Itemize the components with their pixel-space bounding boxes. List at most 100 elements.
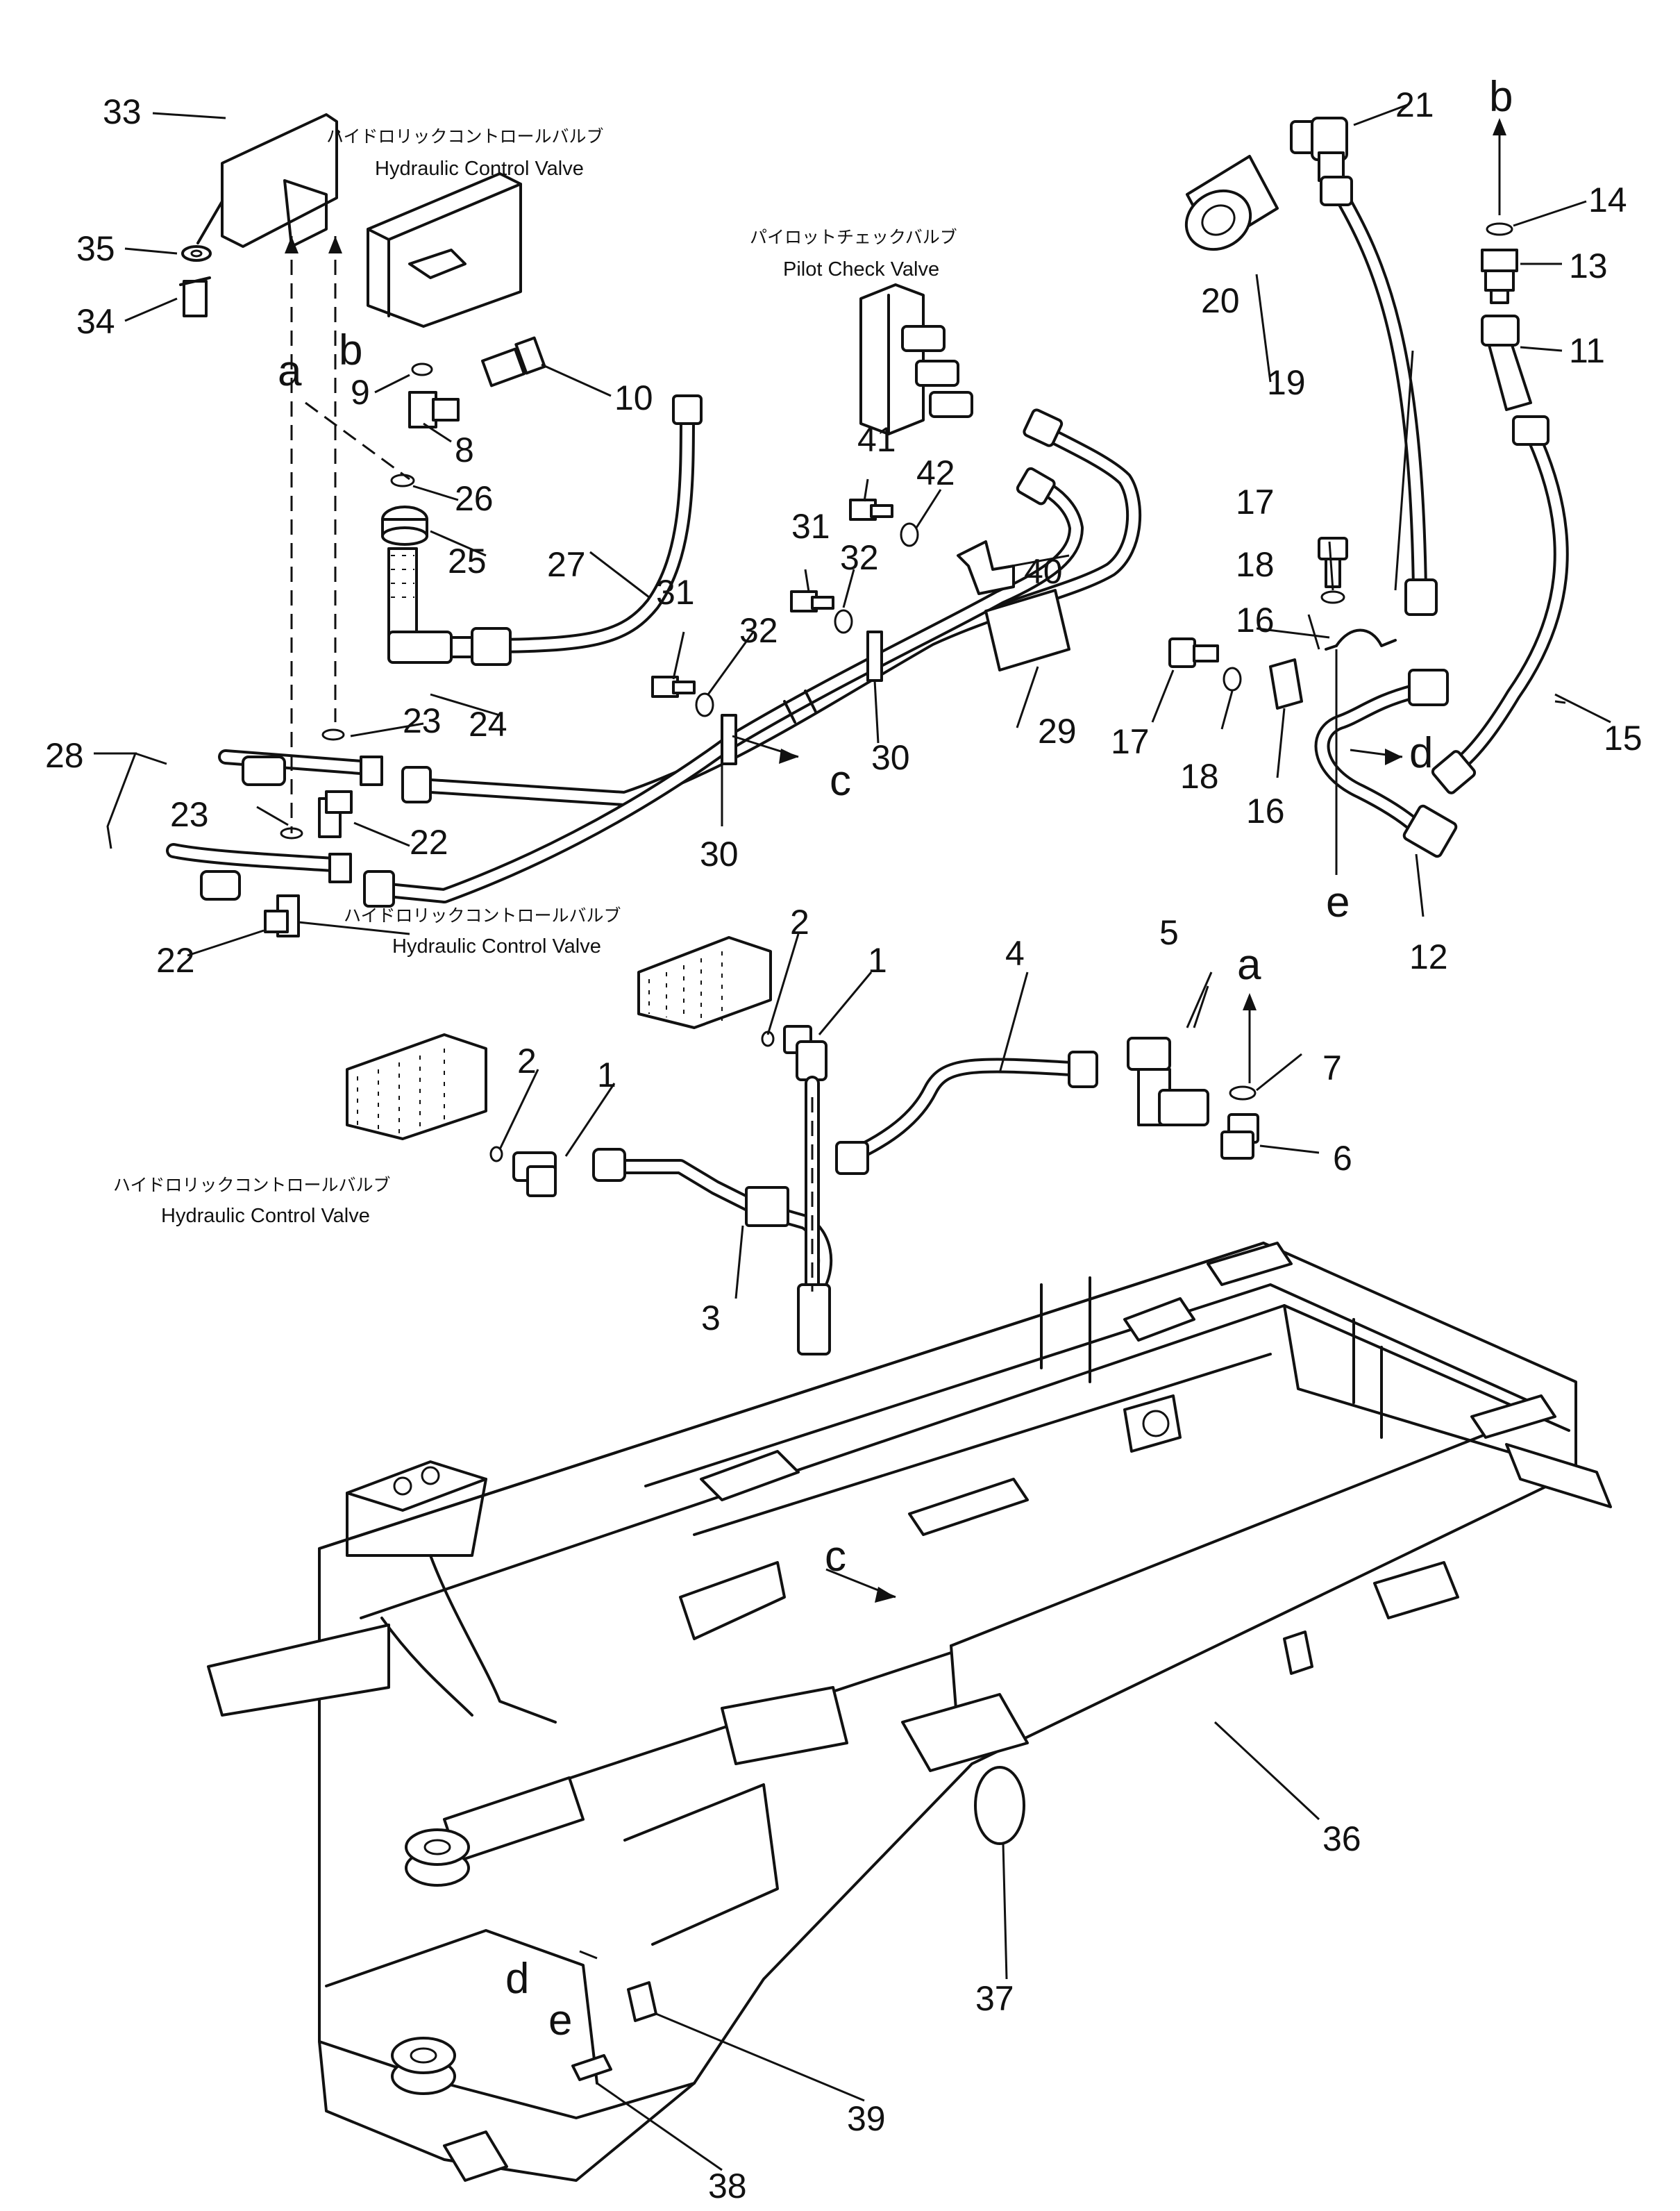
hose-15 — [1431, 415, 1569, 794]
callout-12: 12 — [1409, 937, 1448, 976]
hydraulic-control-valve-middle — [637, 936, 772, 1029]
callout-29: 29 — [1038, 712, 1077, 751]
revolving-frame-36 — [207, 1242, 1612, 2182]
callout-42: 42 — [916, 453, 955, 492]
callout-37: 37 — [975, 1979, 1014, 2018]
callout-30-lower: 30 — [700, 835, 739, 874]
bolt-17-lower — [1168, 637, 1219, 668]
pipe-12 — [1314, 669, 1458, 858]
ref-letter-b-right: b — [1489, 73, 1513, 121]
callout-18-upper: 18 — [1236, 545, 1275, 584]
callout-13: 13 — [1569, 247, 1608, 285]
callout-41: 41 — [857, 420, 896, 459]
callout-16-upper: 16 — [1236, 601, 1275, 640]
elbow-5 — [1127, 1037, 1209, 1126]
callout-2-middle: 2 — [790, 903, 809, 942]
callout-9: 9 — [351, 373, 370, 412]
elbow-24 — [387, 547, 480, 664]
ref-letter-e-upper: e — [1326, 878, 1350, 926]
oring-26 — [390, 474, 415, 487]
clamp-16-upper — [1325, 628, 1397, 651]
hose-4 — [835, 1051, 1098, 1175]
callout-17-lower: 17 — [1111, 722, 1150, 761]
oring-7 — [1229, 1085, 1257, 1101]
callout-34: 34 — [76, 302, 115, 341]
callout-39: 39 — [847, 2099, 886, 2138]
callout-33: 33 — [103, 92, 142, 131]
ref-letter-a-right: a — [1237, 941, 1261, 989]
callout-40: 40 — [1024, 552, 1063, 591]
hcv-low-caption-en: Hydraulic Control Valve — [161, 1205, 370, 1227]
oring-2-lower — [489, 1146, 503, 1162]
bolt-31-right — [790, 590, 834, 612]
callout-31-left: 31 — [656, 573, 695, 612]
bolt-34 — [179, 276, 211, 317]
fitting-22-upper — [318, 790, 353, 838]
bolt-31-left — [651, 676, 696, 698]
ref-letter-b-left: b — [339, 326, 362, 374]
oring-14 — [1486, 222, 1513, 236]
callout-30-upper: 30 — [871, 738, 910, 777]
callout-17-upper: 17 — [1236, 483, 1275, 522]
hose-assembly-28 — [166, 749, 383, 901]
callout-31-right: 31 — [791, 507, 830, 546]
callout-18-lower: 18 — [1180, 757, 1219, 796]
callout-28: 28 — [45, 736, 84, 775]
clamp-30-upper — [866, 631, 883, 682]
callout-3: 3 — [701, 1299, 721, 1337]
callout-32-right: 32 — [840, 538, 879, 577]
callout-22-upper: 22 — [410, 823, 448, 862]
clamp-16-lower — [1269, 658, 1303, 710]
hose-27 — [471, 394, 703, 666]
clamp-30-lower — [721, 714, 737, 765]
adapter-13 — [1481, 249, 1518, 304]
plate-38 — [571, 2054, 612, 2081]
hcv-mid-caption-jp: ハイドロリックコントロールバルブ — [344, 906, 621, 926]
elbow-21 — [1290, 117, 1348, 182]
callout-38: 38 — [708, 2167, 747, 2205]
elbow-11 — [1481, 315, 1532, 411]
hose-19 — [1320, 176, 1438, 616]
callout-10: 10 — [614, 378, 653, 417]
bolt-41 — [849, 499, 893, 521]
washer-32-right — [834, 609, 853, 634]
washer-18-upper — [1320, 590, 1345, 604]
callout-26: 26 — [455, 479, 494, 518]
ref-letter-c-lower: c — [825, 1533, 846, 1580]
hydraulic-control-valve-lower — [346, 1033, 487, 1140]
pipe-cut-break — [783, 690, 817, 724]
nut-25 — [381, 506, 428, 546]
callout-24: 24 — [469, 705, 507, 744]
pipe-main-lower — [363, 467, 1084, 908]
ref-letter-d-lower: d — [505, 1955, 529, 2003]
callout-1-middle: 1 — [868, 941, 887, 980]
washer-42 — [900, 522, 919, 547]
washer-35 — [181, 245, 212, 262]
callout-15: 15 — [1604, 719, 1643, 758]
ref-letter-d-upper: d — [1409, 729, 1433, 777]
pilot-check-valve — [859, 283, 973, 435]
callout-32-left: 32 — [739, 611, 778, 650]
washer-18-lower — [1223, 667, 1242, 692]
fitting-6 — [1220, 1113, 1259, 1160]
callout-23-upper: 23 — [403, 701, 442, 740]
hcv-top-caption-jp: ハイドロリックコントロールバルブ — [326, 126, 604, 147]
valve-edge-line — [196, 200, 224, 244]
ref-letter-c-upper: c — [830, 757, 851, 805]
reference-arrowheads — [285, 118, 1506, 1603]
clamp-40 — [957, 540, 1015, 595]
hcv-mid-caption-en: Hydraulic Control Valve — [392, 935, 601, 958]
callout-5: 5 — [1159, 913, 1179, 952]
callout-23-lower: 23 — [170, 795, 209, 834]
callout-11: 11 — [1569, 331, 1605, 370]
hcv-low-caption-jp: ハイドロリックコントロールバルブ — [113, 1175, 391, 1195]
ref-letter-e-lower: e — [548, 1996, 572, 2044]
elbow-fitting-8 — [408, 391, 460, 428]
pcv-caption-en: Pilot Check Valve — [783, 258, 939, 281]
fitting-22-lower — [264, 894, 300, 937]
callout-2-lower: 2 — [517, 1042, 537, 1081]
callout-27: 27 — [547, 545, 586, 584]
oring-9 — [411, 362, 433, 376]
ref-letter-a-left: a — [278, 347, 302, 395]
